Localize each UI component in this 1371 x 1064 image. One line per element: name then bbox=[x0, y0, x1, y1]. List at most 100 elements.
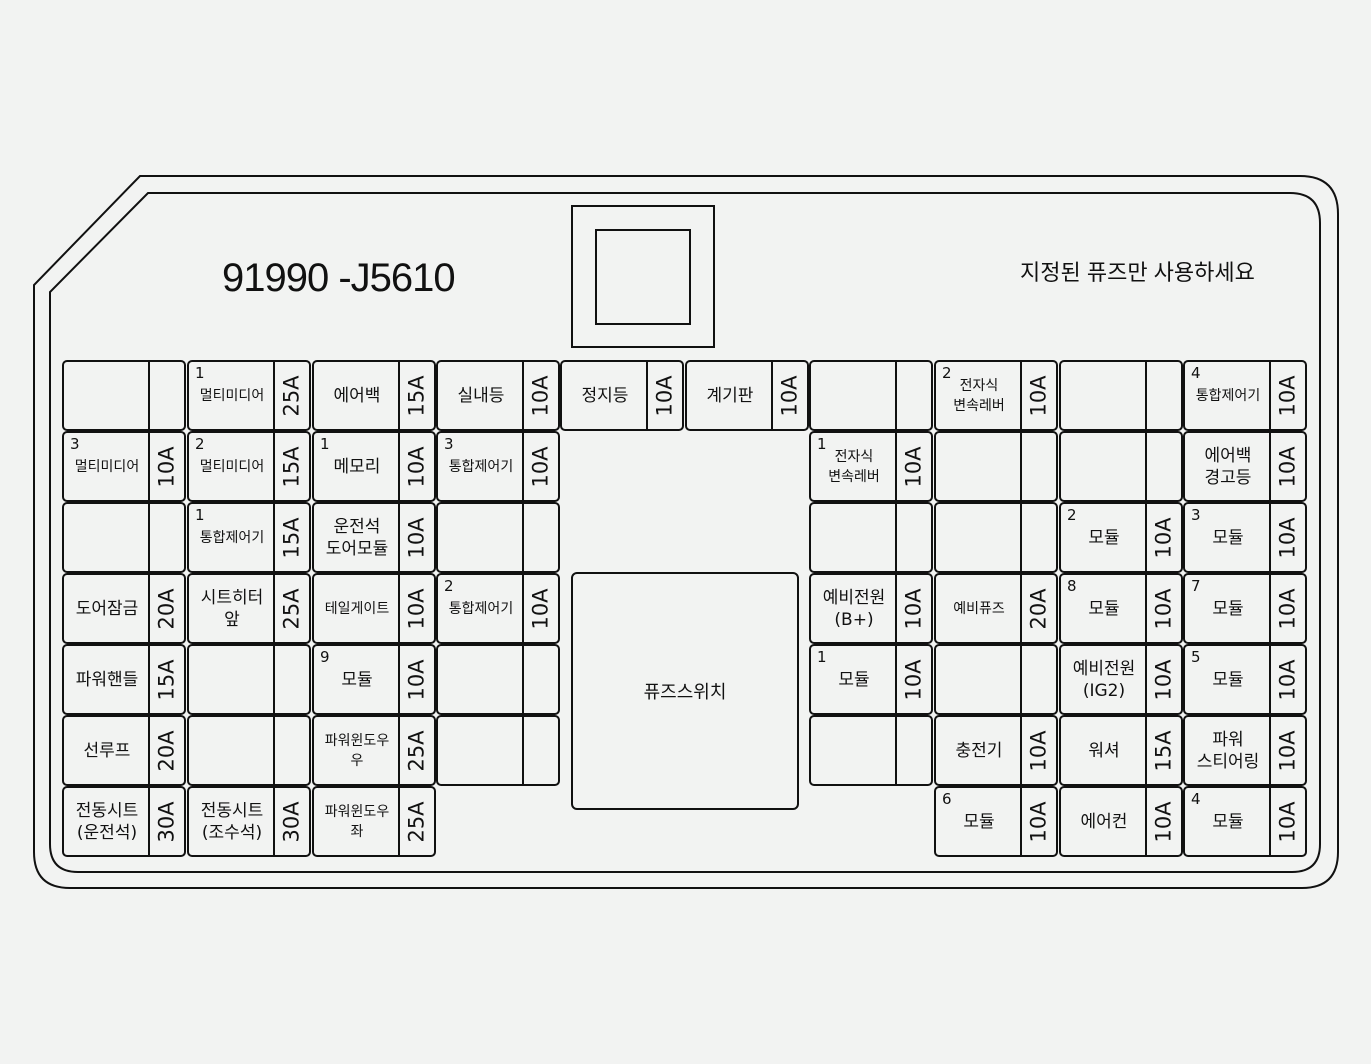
fuse-slot[interactable] bbox=[934, 644, 1058, 715]
fuse-rating: 10A bbox=[1271, 362, 1305, 429]
fuse-label: 실내등 bbox=[457, 385, 505, 406]
fuse-divider bbox=[646, 362, 648, 429]
fuse-rating: 10A bbox=[1271, 433, 1305, 500]
fuse-slot[interactable]: 전동시트(운전석)30A bbox=[62, 786, 186, 857]
fuse-label: 예비퓨즈 bbox=[953, 600, 1005, 617]
fuse-label: 멀티미디어 bbox=[199, 458, 265, 475]
fuse-rating: 10A bbox=[897, 433, 931, 500]
fuse-slot[interactable] bbox=[1059, 360, 1183, 431]
fuse-rating: 10A bbox=[400, 646, 434, 713]
fuse-divider bbox=[273, 575, 275, 642]
fuse-slot[interactable]: 전동시트(조수석)30A bbox=[187, 786, 311, 857]
fuse-divider bbox=[522, 433, 524, 500]
fuse-amp: 10A bbox=[1027, 374, 1051, 417]
fuse-label: 멀티미디어 bbox=[199, 387, 265, 404]
fuse-divider bbox=[273, 362, 275, 429]
fuse-amp: 25A bbox=[280, 587, 304, 630]
fuse-amp: 15A bbox=[155, 658, 179, 701]
fuse-slot[interactable] bbox=[62, 502, 186, 573]
fuse-divider bbox=[148, 788, 150, 855]
fuse-label: 모듈 bbox=[1088, 527, 1120, 548]
fuse-label bbox=[811, 362, 897, 429]
fuse-amp: 10A bbox=[1152, 516, 1176, 559]
fuse-label bbox=[811, 717, 897, 784]
fuse-divider bbox=[398, 504, 400, 571]
fuse-label: 메모리 bbox=[333, 456, 381, 477]
fuse-slot[interactable] bbox=[187, 644, 311, 715]
fuse-amp: 10A bbox=[1276, 729, 1300, 772]
fuse-label: 에어컨 bbox=[1080, 811, 1128, 832]
fuse-label bbox=[936, 646, 1022, 713]
fuse-amp: 10A bbox=[1152, 800, 1176, 843]
fuse-slot[interactable] bbox=[809, 360, 933, 431]
fuse-switch-label: 퓨즈스위치 bbox=[643, 682, 727, 703]
fuse-divider bbox=[1269, 717, 1271, 784]
fuse-switch[interactable]: 퓨즈스위치 bbox=[571, 572, 799, 810]
fuse-slot[interactable]: 예비전원(IG2)10A bbox=[1059, 644, 1183, 715]
fuse-slot[interactable] bbox=[934, 431, 1058, 502]
fuse-divider bbox=[895, 717, 897, 784]
part-number: 91990 -J5610 bbox=[222, 256, 456, 300]
fuse-divider bbox=[148, 717, 150, 784]
fuse-divider bbox=[1145, 575, 1147, 642]
fuse-slot[interactable] bbox=[62, 360, 186, 431]
fuse-slot[interactable] bbox=[1059, 431, 1183, 502]
fuse-rating: 10A bbox=[1271, 717, 1305, 784]
fuse-rating: 10A bbox=[400, 575, 434, 642]
fuse-slot[interactable]: 예비전원(B+)10A bbox=[809, 573, 933, 644]
fuse-rating: 30A bbox=[150, 788, 184, 855]
fuse-divider bbox=[522, 717, 524, 784]
fuse-divider bbox=[895, 646, 897, 713]
fuse-slot[interactable] bbox=[436, 644, 560, 715]
fuse-slot[interactable] bbox=[809, 502, 933, 573]
fuse-rating: 10A bbox=[897, 575, 931, 642]
fuse-divider bbox=[895, 504, 897, 571]
fuse-slot[interactable] bbox=[187, 715, 311, 786]
fuse-amp: 25A bbox=[405, 800, 429, 843]
fuse-slot[interactable] bbox=[436, 715, 560, 786]
fuse-slot[interactable] bbox=[809, 715, 933, 786]
fuse-rating: 30A bbox=[275, 788, 309, 855]
fuse-slot[interactable] bbox=[436, 502, 560, 573]
fuse-slot[interactable] bbox=[934, 502, 1058, 573]
fuse-slot[interactable]: 에어컨 10A bbox=[1059, 786, 1183, 857]
